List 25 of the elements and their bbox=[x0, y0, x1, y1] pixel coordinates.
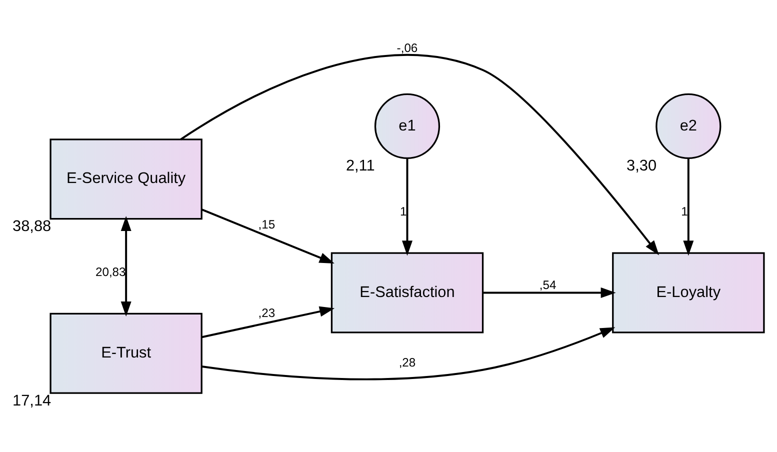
arrow bbox=[683, 158, 694, 256]
edge-label: -,06 bbox=[396, 41, 418, 56]
edge-label: ,54 bbox=[539, 278, 556, 292]
arrow bbox=[402, 158, 412, 256]
node-circle: e1 bbox=[374, 93, 440, 160]
edge-label: 1 bbox=[681, 204, 688, 219]
node-label: 17,14 bbox=[12, 392, 52, 410]
arrow bbox=[202, 208, 334, 264]
node-box: E-Trust bbox=[50, 312, 202, 394]
arrow bbox=[202, 327, 616, 380]
arrow bbox=[202, 306, 335, 338]
node-label: 2,11 bbox=[346, 158, 375, 175]
node-circle: e2 bbox=[656, 93, 722, 160]
edge-label: ,28 bbox=[398, 355, 416, 370]
node-label: 3,30 bbox=[626, 158, 657, 175]
node-label: 38,88 bbox=[12, 218, 52, 236]
node-box: E-Satisfaction bbox=[330, 252, 484, 334]
arrow bbox=[120, 216, 132, 317]
arrow bbox=[483, 287, 616, 298]
edge-label: ,23 bbox=[258, 306, 276, 320]
arrow bbox=[180, 54, 660, 256]
edge-label: 1 bbox=[400, 204, 407, 219]
node-box: E-Loyalty bbox=[612, 252, 765, 334]
edge-label: ,15 bbox=[258, 218, 276, 232]
node-box: E-Service Quality bbox=[50, 138, 202, 220]
